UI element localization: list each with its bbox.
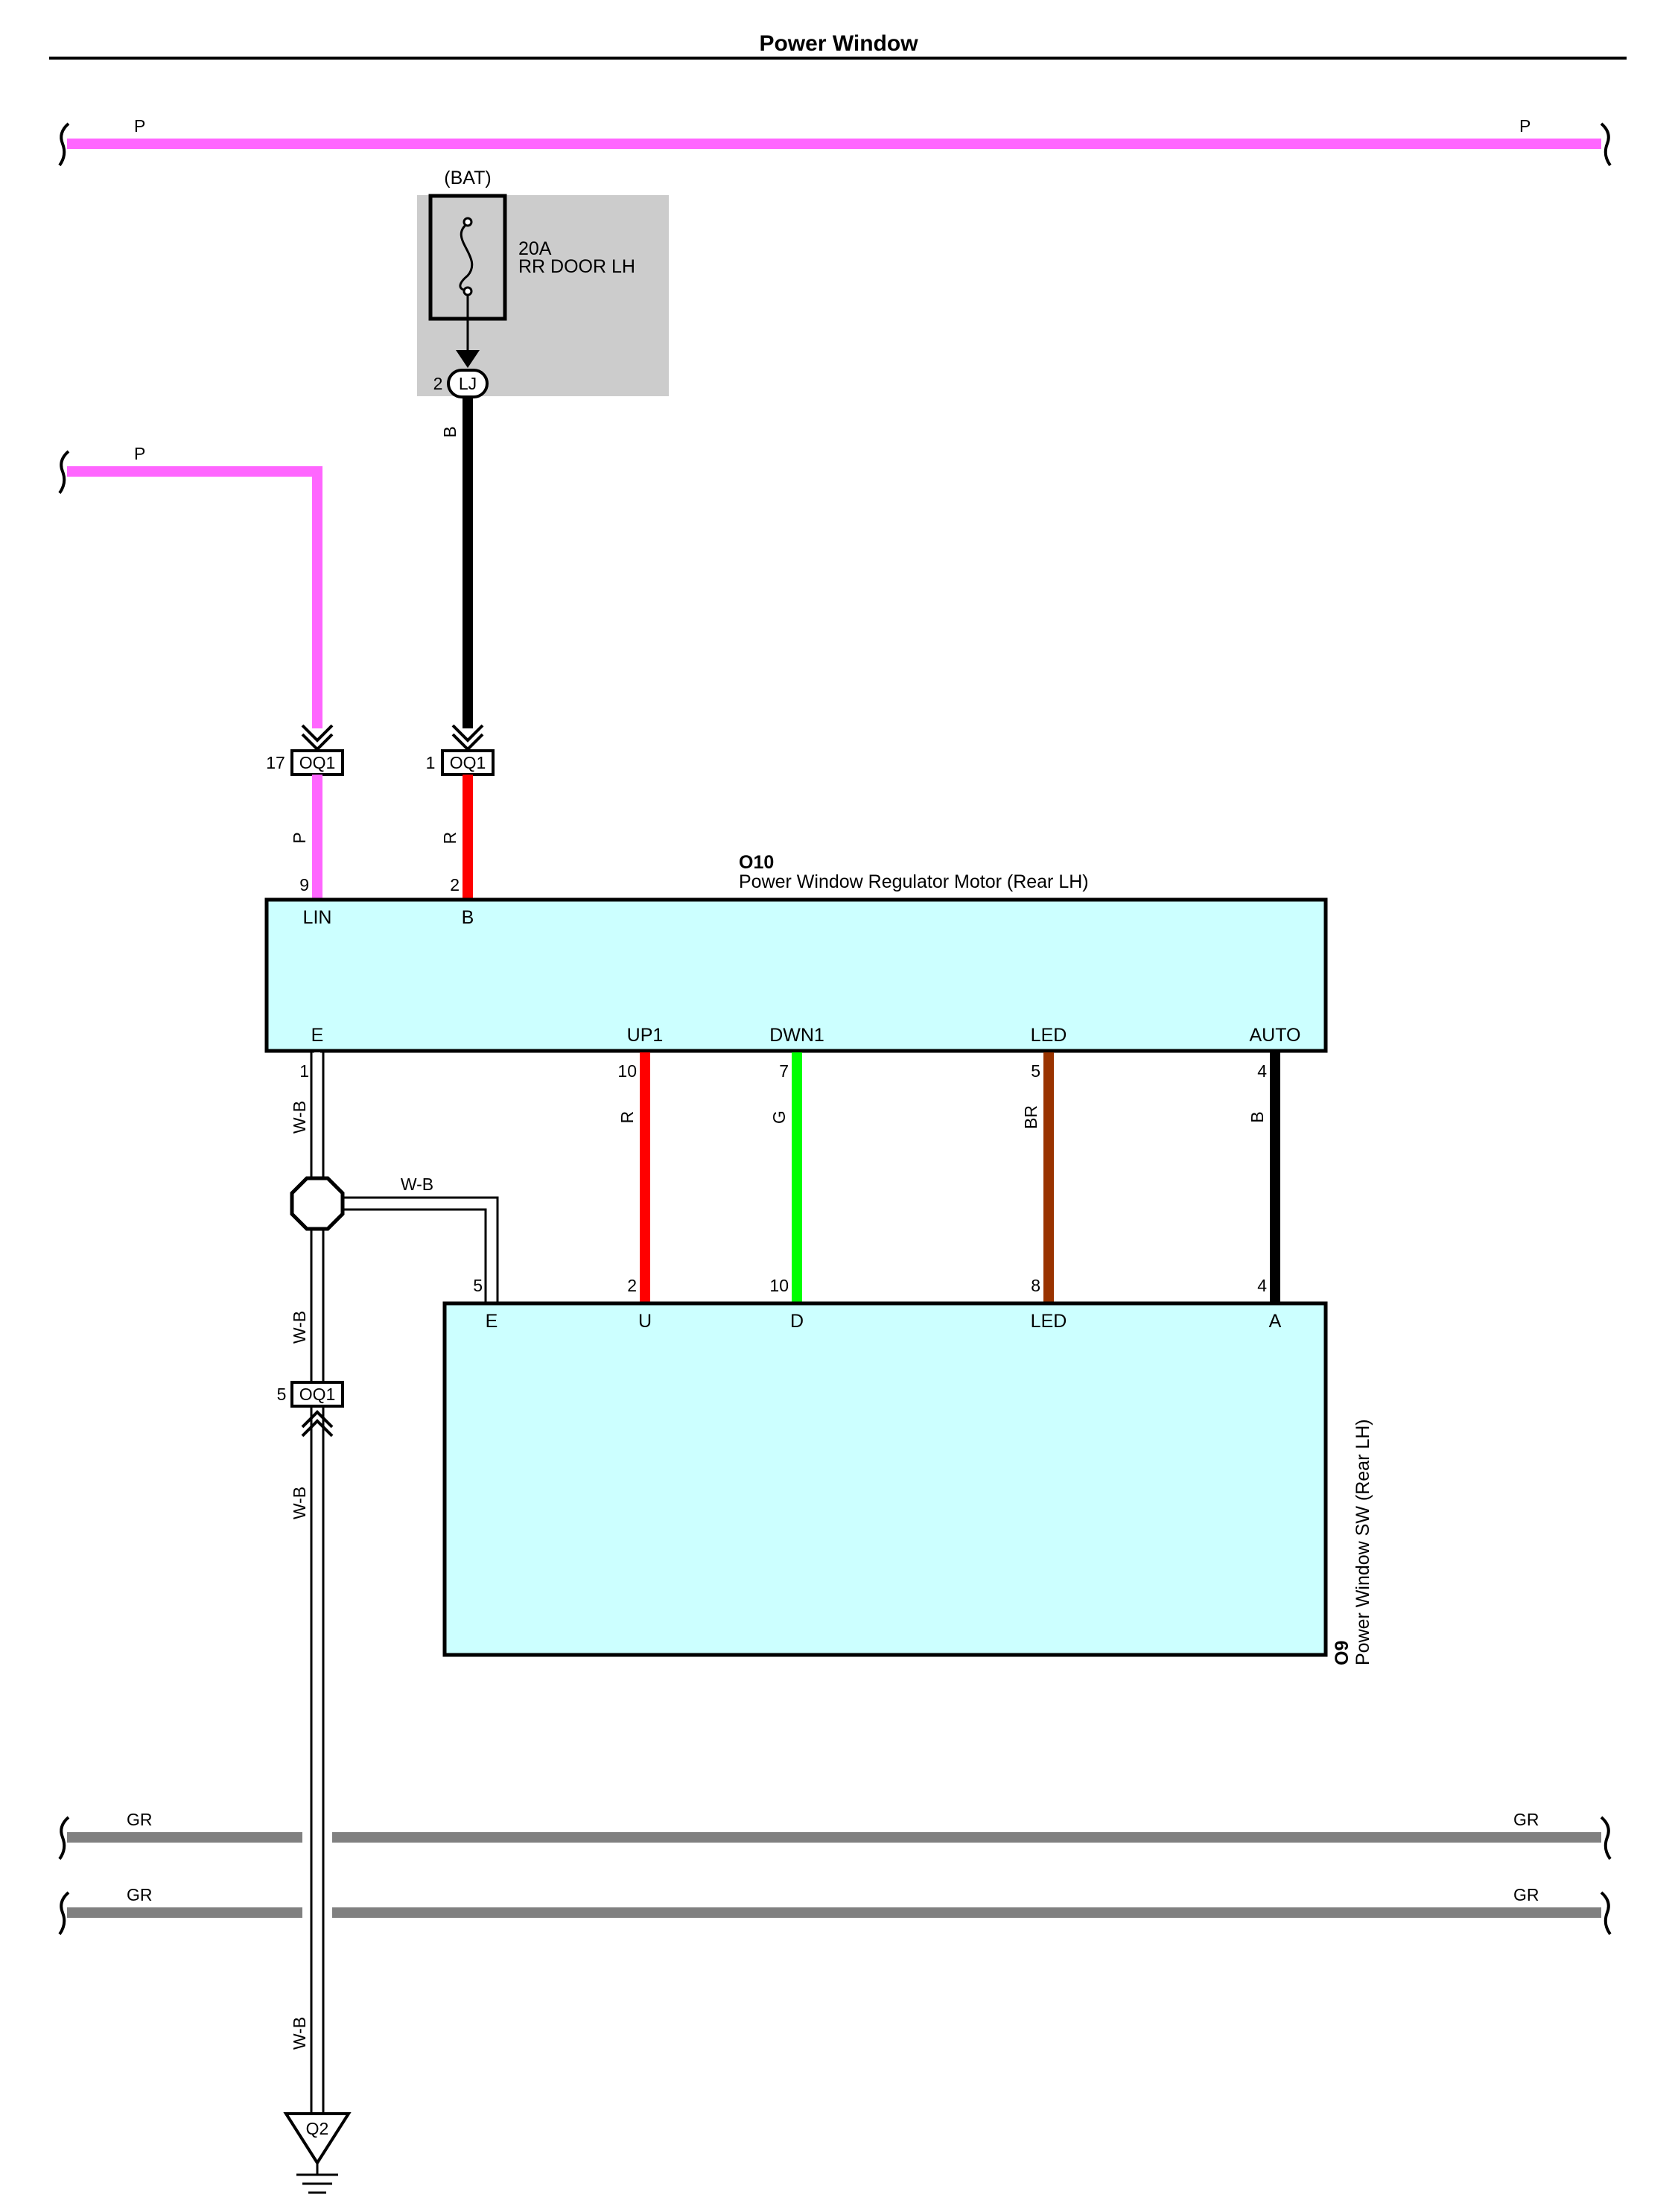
bus-p-left-label: P <box>134 116 145 136</box>
motor-term-b: B <box>462 907 474 928</box>
wire-wb-mid-label: W-B <box>290 1311 309 1344</box>
bus-line-p: P P <box>58 116 1612 167</box>
fuse-rating: 20A <box>518 238 552 259</box>
wire-wb-branch-label: W-B <box>401 1175 433 1194</box>
switch-pin-d-number: 10 <box>769 1276 789 1295</box>
connector-oq1-right-name: OQ1 <box>450 753 486 772</box>
connector-oq1-right: OQ1 1 <box>426 749 495 776</box>
wire-led-brown-label: BR <box>1021 1105 1040 1129</box>
bus-gr2-right-label: GR <box>1513 1885 1539 1904</box>
motor-term-lin: LIN <box>303 907 332 928</box>
wire-p-feed: P <box>58 444 334 751</box>
connector-oq1-bottom: OQ1 5 <box>277 1381 344 1437</box>
fuse-arrow-icon <box>456 350 480 368</box>
motor-pin-led-number: 5 <box>1031 1061 1040 1081</box>
wire-up-red-label: R <box>617 1111 637 1124</box>
fuse-connector-name: LJ <box>459 374 477 393</box>
motor-pin-b-number: 2 <box>450 875 460 894</box>
connector-oq1-right-pin: 1 <box>426 753 436 772</box>
wire-lin-p-label: P <box>290 832 309 843</box>
switch-term-d: D <box>790 1311 804 1332</box>
motor-pin-auto-number: 4 <box>1257 1061 1267 1081</box>
ground-name: Q2 <box>306 2119 329 2138</box>
switch-name: Power Window SW (Rear LH) <box>1353 1419 1373 1665</box>
wire-p-feed-label: P <box>134 444 145 463</box>
motor-term-up1: UP1 <box>627 1025 664 1046</box>
motor-pin-dwn1-number: 7 <box>779 1061 789 1081</box>
wire-auto-black-label: B <box>1247 1111 1267 1122</box>
connector-oq1-left: OQ1 17 <box>266 749 344 776</box>
connector-arrow-icon <box>301 1410 334 1437</box>
switch-component: E U D LED A O9 Power Window SW (Rear LH) <box>442 1301 1373 1665</box>
motor-term-led: LED <box>1031 1025 1067 1046</box>
motor-component: O10 Power Window Regulator Motor (Rear L… <box>264 852 1328 1053</box>
bus-line-gr-1: GR GR <box>58 1810 1612 1860</box>
page-title: Power Window <box>759 31 918 56</box>
switch-term-u: U <box>638 1311 652 1332</box>
switch-pin-a-number: 4 <box>1257 1276 1267 1295</box>
wire-b-fuse: B <box>440 397 484 751</box>
switch-term-e: E <box>486 1311 498 1332</box>
connector-arrow-icon <box>301 724 334 751</box>
switch-term-a: A <box>1269 1311 1282 1332</box>
fuse-name: RR DOOR LH <box>518 256 635 277</box>
motor-pin-e-number: 1 <box>299 1061 309 1081</box>
switch-pin-led-number: 8 <box>1031 1276 1040 1295</box>
fuse-icon <box>459 222 474 292</box>
motor-term-auto: AUTO <box>1250 1025 1301 1046</box>
motor-pin-up1-number: 10 <box>617 1061 637 1081</box>
connector-oq1-left-pin: 17 <box>266 753 285 772</box>
motor-term-dwn1: DWN1 <box>769 1025 824 1046</box>
switch-pin-u-number: 2 <box>627 1276 637 1295</box>
bus-p-right-label: P <box>1519 116 1531 136</box>
motor-pin-lin-number: 9 <box>299 875 309 894</box>
wire-b-red-label: R <box>440 832 460 845</box>
motor-id: O10 <box>739 852 774 873</box>
motor-name: Power Window Regulator Motor (Rear LH) <box>739 871 1089 892</box>
connector-oq1-left-name: OQ1 <box>299 753 336 772</box>
motor-term-e: E <box>311 1025 324 1046</box>
bus-gr2-left-label: GR <box>127 1885 153 1904</box>
splice-point <box>290 1176 345 1231</box>
bus-gr1-left-label: GR <box>127 1810 153 1829</box>
ground-triangle-icon <box>283 2112 352 2166</box>
wire-wb-lower-label: W-B <box>290 1487 309 1519</box>
fuse-connector-pin: 2 <box>433 374 443 393</box>
fuse-source-label: (BAT) <box>444 168 491 188</box>
switch-pin-e-number: 5 <box>473 1276 483 1295</box>
connector-oq1-bottom-name: OQ1 <box>299 1385 336 1404</box>
wire-b-fuse-label: B <box>440 426 460 437</box>
bus-gr1-right-label: GR <box>1513 1810 1539 1829</box>
fuse-block: (BAT) 20A RR DOOR LH LJ 2 <box>417 168 669 398</box>
switch-id: O9 <box>1332 1641 1353 1665</box>
ground-point: Q2 <box>283 2112 352 2194</box>
connector-oq1-bottom-pin: 5 <box>277 1385 287 1404</box>
wire-dwn-green-label: G <box>769 1110 789 1124</box>
connector-arrow-icon <box>451 724 484 751</box>
wire-wb-bottom-label: W-B <box>290 2017 309 2050</box>
wire-wb-top-label: W-B <box>290 1101 309 1134</box>
bus-line-gr-2: GR GR <box>58 1885 1612 1936</box>
switch-term-led: LED <box>1031 1311 1067 1332</box>
